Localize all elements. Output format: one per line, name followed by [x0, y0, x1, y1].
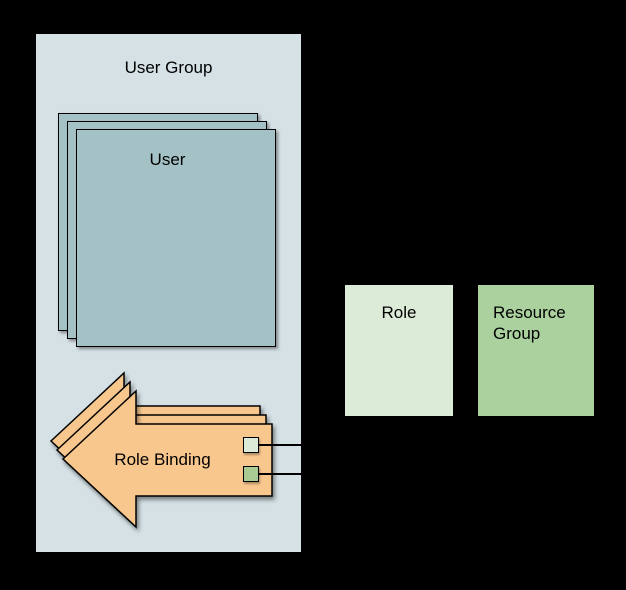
- role-binding-arrow-stack: [49, 371, 273, 529]
- user-label: User: [149, 150, 186, 169]
- role-port: [243, 437, 259, 453]
- resource-group-label-text: Resource Group: [493, 303, 566, 343]
- role-box: [345, 285, 453, 416]
- role-binding-label: Role Binding: [114, 450, 211, 469]
- role-connector-line: [259, 444, 345, 446]
- user-group-label: User Group: [124, 58, 213, 77]
- resource-group-label: Resource Group: [478, 302, 594, 344]
- role-binding-arrow-front: [61, 389, 273, 529]
- resource-group-box: [478, 285, 594, 416]
- user-card-front: [76, 129, 276, 347]
- role-label: Role: [381, 303, 417, 322]
- resource-group-port: [243, 466, 259, 482]
- resource-group-connector-line: [259, 473, 478, 475]
